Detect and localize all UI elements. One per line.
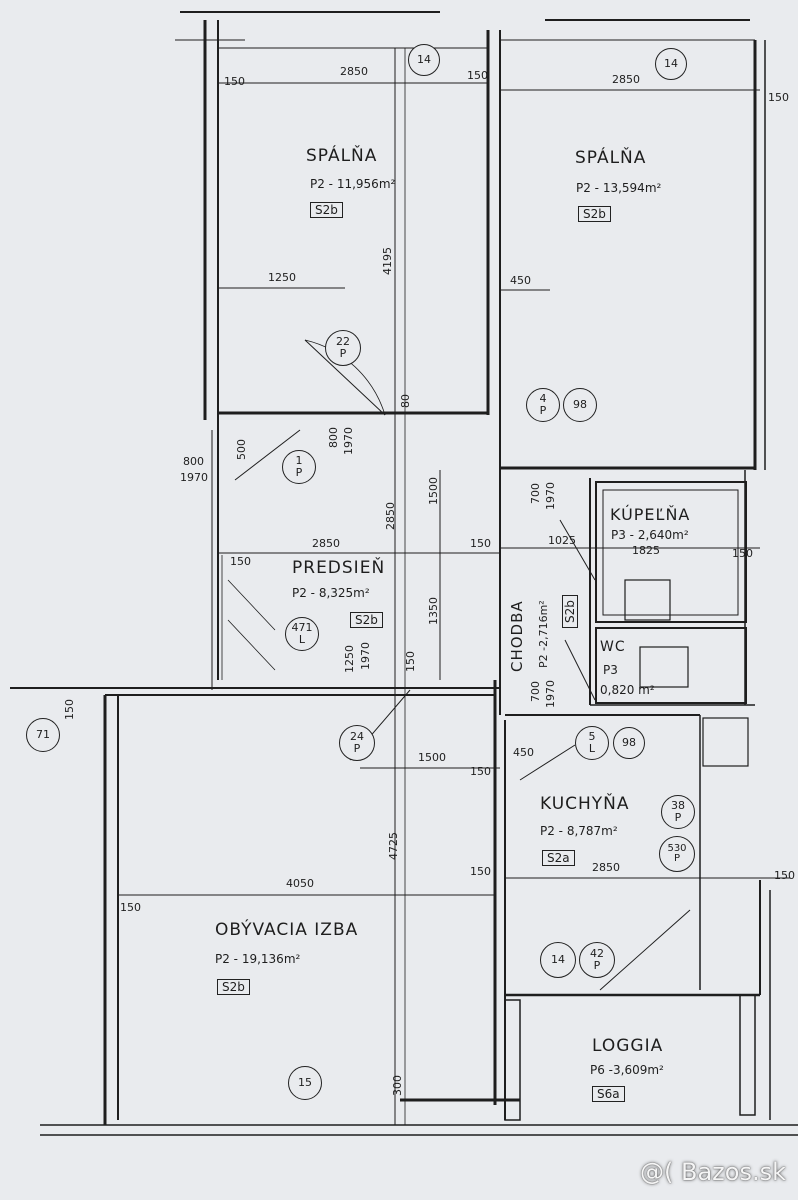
room-code-spalna-1: S2b: [310, 202, 343, 218]
room-name-obyvacia-izba: OBÝVACIA IZBA: [215, 920, 359, 940]
dim-450-a: 450: [510, 274, 531, 287]
marker-98-bottom: 98: [613, 727, 645, 759]
dim-1970-d: 1970: [359, 642, 372, 670]
dim-150-b: 150: [467, 69, 488, 82]
dim-4050: 4050: [286, 877, 314, 890]
dim-150-j: 150: [120, 901, 141, 914]
dim-150-a: 150: [224, 75, 245, 88]
room-name-chodba: CHODBA: [508, 600, 526, 672]
dim-1970-c: 1970: [544, 482, 557, 510]
dim-80: 80: [399, 394, 412, 408]
marker-14-kitchen: 14: [540, 942, 576, 978]
dim-800-door-a: 800: [327, 427, 340, 448]
room-area-obyvacia-izba: P2 - 19,136m²: [215, 952, 301, 966]
room-area-kupelna: P3 - 2,640m²: [611, 528, 689, 542]
marker-14-top-left: 14: [408, 44, 440, 76]
room-area-predsien: P2 - 8,325m²: [292, 586, 370, 600]
dim-150-k: 150: [470, 865, 491, 878]
room-area-loggia: P6 -3,609m²: [590, 1063, 664, 1077]
dim-1350: 1350: [427, 597, 440, 625]
dim-1970-e: 1970: [544, 680, 557, 708]
dim-150-e: 150: [470, 537, 491, 550]
marker-98-top: 98: [563, 388, 597, 422]
room-code-obyvacia-izba: S2b: [217, 979, 250, 995]
room-name-predsien: PREDSIEŇ: [292, 558, 386, 578]
dim-150-g: 150: [404, 651, 417, 672]
dim-1500-b: 1500: [418, 751, 446, 764]
room-area-wc: 0,820 m²: [600, 683, 655, 697]
room-code-kuchyna: S2a: [542, 850, 575, 866]
dim-2850-e: 2850: [592, 861, 620, 874]
dim-150-d: 150: [230, 555, 251, 568]
room-area-spalna-2: P2 - 13,594m²: [576, 181, 662, 195]
room-name-spalna-1: SPÁLŇA: [306, 146, 378, 166]
dim-1970-door-a: 1970: [342, 427, 355, 455]
marker-15: 15: [288, 1066, 322, 1100]
dim-2850-c: 2850: [384, 502, 397, 530]
dim-2850-b: 2850: [612, 73, 640, 86]
room-area-kuchyna: P2 - 8,787m²: [540, 824, 618, 838]
room-name-loggia: LOGGIA: [592, 1036, 664, 1056]
room-name-spalna-2: SPÁLŇA: [575, 148, 647, 168]
room-code-chodba: S2b: [562, 595, 578, 628]
dim-800-b: 800: [183, 455, 204, 468]
room-name-kupelna: KÚPEĽŇA: [610, 505, 691, 524]
dim-150-c: 150: [768, 91, 789, 104]
room-code-spalna-2: S2b: [578, 206, 611, 222]
dim-2850-a: 2850: [340, 65, 368, 78]
room-name-kuchyna: KUCHYŇA: [540, 794, 630, 814]
room-code-predsien: S2b: [350, 612, 383, 628]
dim-450-b: 450: [513, 746, 534, 759]
room-code-loggia: S6a: [592, 1086, 625, 1102]
dim-500: 500: [235, 439, 248, 460]
room-name-wc: WC: [600, 639, 626, 655]
dim-150-i: 150: [470, 765, 491, 778]
dim-150-h: 150: [63, 699, 76, 720]
marker-14-top-right: 14: [655, 48, 687, 80]
dim-1500-a: 1500: [427, 477, 440, 505]
room-area-chodba: P2 -2,716m²: [537, 600, 550, 668]
dim-700-a: 700: [529, 483, 542, 504]
room-width-kupelna: 1825: [632, 544, 660, 557]
dim-700-b: 700: [529, 681, 542, 702]
dim-150-f: 150: [732, 547, 753, 560]
dim-150-l: 150: [774, 869, 795, 882]
dim-4195: 4195: [381, 247, 394, 275]
dim-1250-b: 1250: [343, 645, 356, 673]
dim-1025: 1025: [548, 534, 576, 547]
bazos-watermark: @( Bazos.sk: [640, 1158, 786, 1186]
room-area-spalna-1: P2 - 11,956m²: [310, 177, 396, 191]
dim-1970-b: 1970: [180, 471, 208, 484]
room-level-wc: P3: [603, 663, 618, 677]
marker-71: 71: [26, 718, 60, 752]
dim-300: 300: [391, 1075, 404, 1096]
dim-2850-d: 2850: [312, 537, 340, 550]
dim-4725: 4725: [387, 832, 400, 860]
dim-1250-a: 1250: [268, 271, 296, 284]
